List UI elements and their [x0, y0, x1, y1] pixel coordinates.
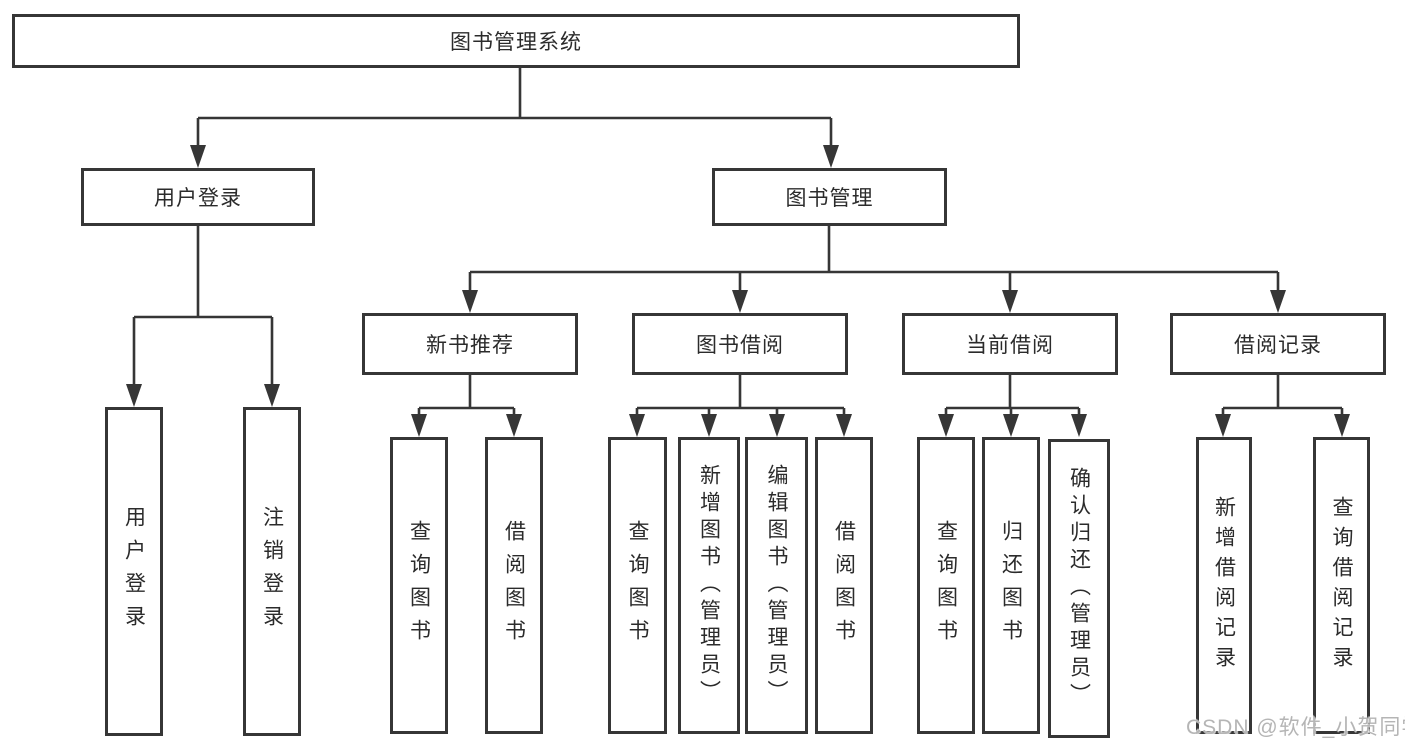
leaf-label: 查询借阅记录: [1330, 495, 1353, 676]
node-leaf-confirm-return-admin: 确认归还（管理员）: [1048, 439, 1110, 738]
leaf-label: 新增图书（管理员）: [697, 464, 721, 707]
leaf-label: 借阅图书: [832, 519, 856, 652]
connector-bookborrow-to-leaves: [635, 375, 846, 417]
node-library-system: 图书管理系统: [12, 14, 1020, 68]
node-leaf-borrow-books-1: 借阅图书: [485, 437, 543, 734]
connector-userlogin-to-leaves: [132, 226, 274, 387]
leaf-label: 注销登录: [260, 505, 284, 638]
node-leaf-user-login: 用户登录: [105, 407, 163, 736]
leaf-label: 确认归还（管理员）: [1067, 467, 1091, 710]
leaf-label: 编辑图书（管理员）: [765, 464, 788, 707]
node-leaf-edit-books-admin: 编辑图书（管理员）: [745, 437, 808, 734]
node-leaf-borrow-books-2: 借阅图书: [815, 437, 873, 734]
node-new-book-recommend: 新书推荐: [362, 313, 578, 375]
node-leaf-query-borrow-record: 查询借阅记录: [1313, 437, 1370, 734]
leaf-label: 归还图书: [999, 519, 1023, 652]
leaf-label: 查询图书: [934, 519, 958, 652]
node-leaf-logout: 注销登录: [243, 407, 301, 736]
leaf-label: 查询图书: [407, 519, 431, 652]
node-leaf-add-borrow-record: 新增借阅记录: [1196, 437, 1252, 734]
connector-root-to-level2: [196, 68, 833, 148]
node-leaf-query-books-1: 查询图书: [390, 437, 448, 734]
node-book-borrow: 图书借阅: [632, 313, 848, 375]
connector-newbook-to-leaves: [417, 375, 516, 417]
node-current-borrow: 当前借阅: [902, 313, 1118, 375]
leaf-label: 查询图书: [626, 519, 649, 652]
node-borrow-records: 借阅记录: [1170, 313, 1386, 375]
node-leaf-query-books-2: 查询图书: [608, 437, 667, 734]
node-leaf-query-books-3: 查询图书: [917, 437, 975, 734]
node-leaf-add-books-admin: 新增图书（管理员）: [678, 437, 740, 734]
leaf-label: 新增借阅记录: [1212, 495, 1236, 676]
node-leaf-return-books: 归还图书: [982, 437, 1040, 734]
csdn-watermark: CSDN @软件_小贺同学: [1186, 716, 1405, 739]
node-book-management: 图书管理: [712, 168, 947, 226]
arrowheads: [126, 145, 1350, 437]
connector-records-to-leaves: [1221, 375, 1344, 417]
leaf-label: 用户登录: [122, 505, 146, 638]
leaf-label: 借阅图书: [502, 519, 526, 652]
connector-bookmgmt-to-level3: [468, 226, 1280, 293]
connector-currentborrow-to-leaves: [944, 375, 1081, 417]
node-user-login: 用户登录: [81, 168, 315, 226]
